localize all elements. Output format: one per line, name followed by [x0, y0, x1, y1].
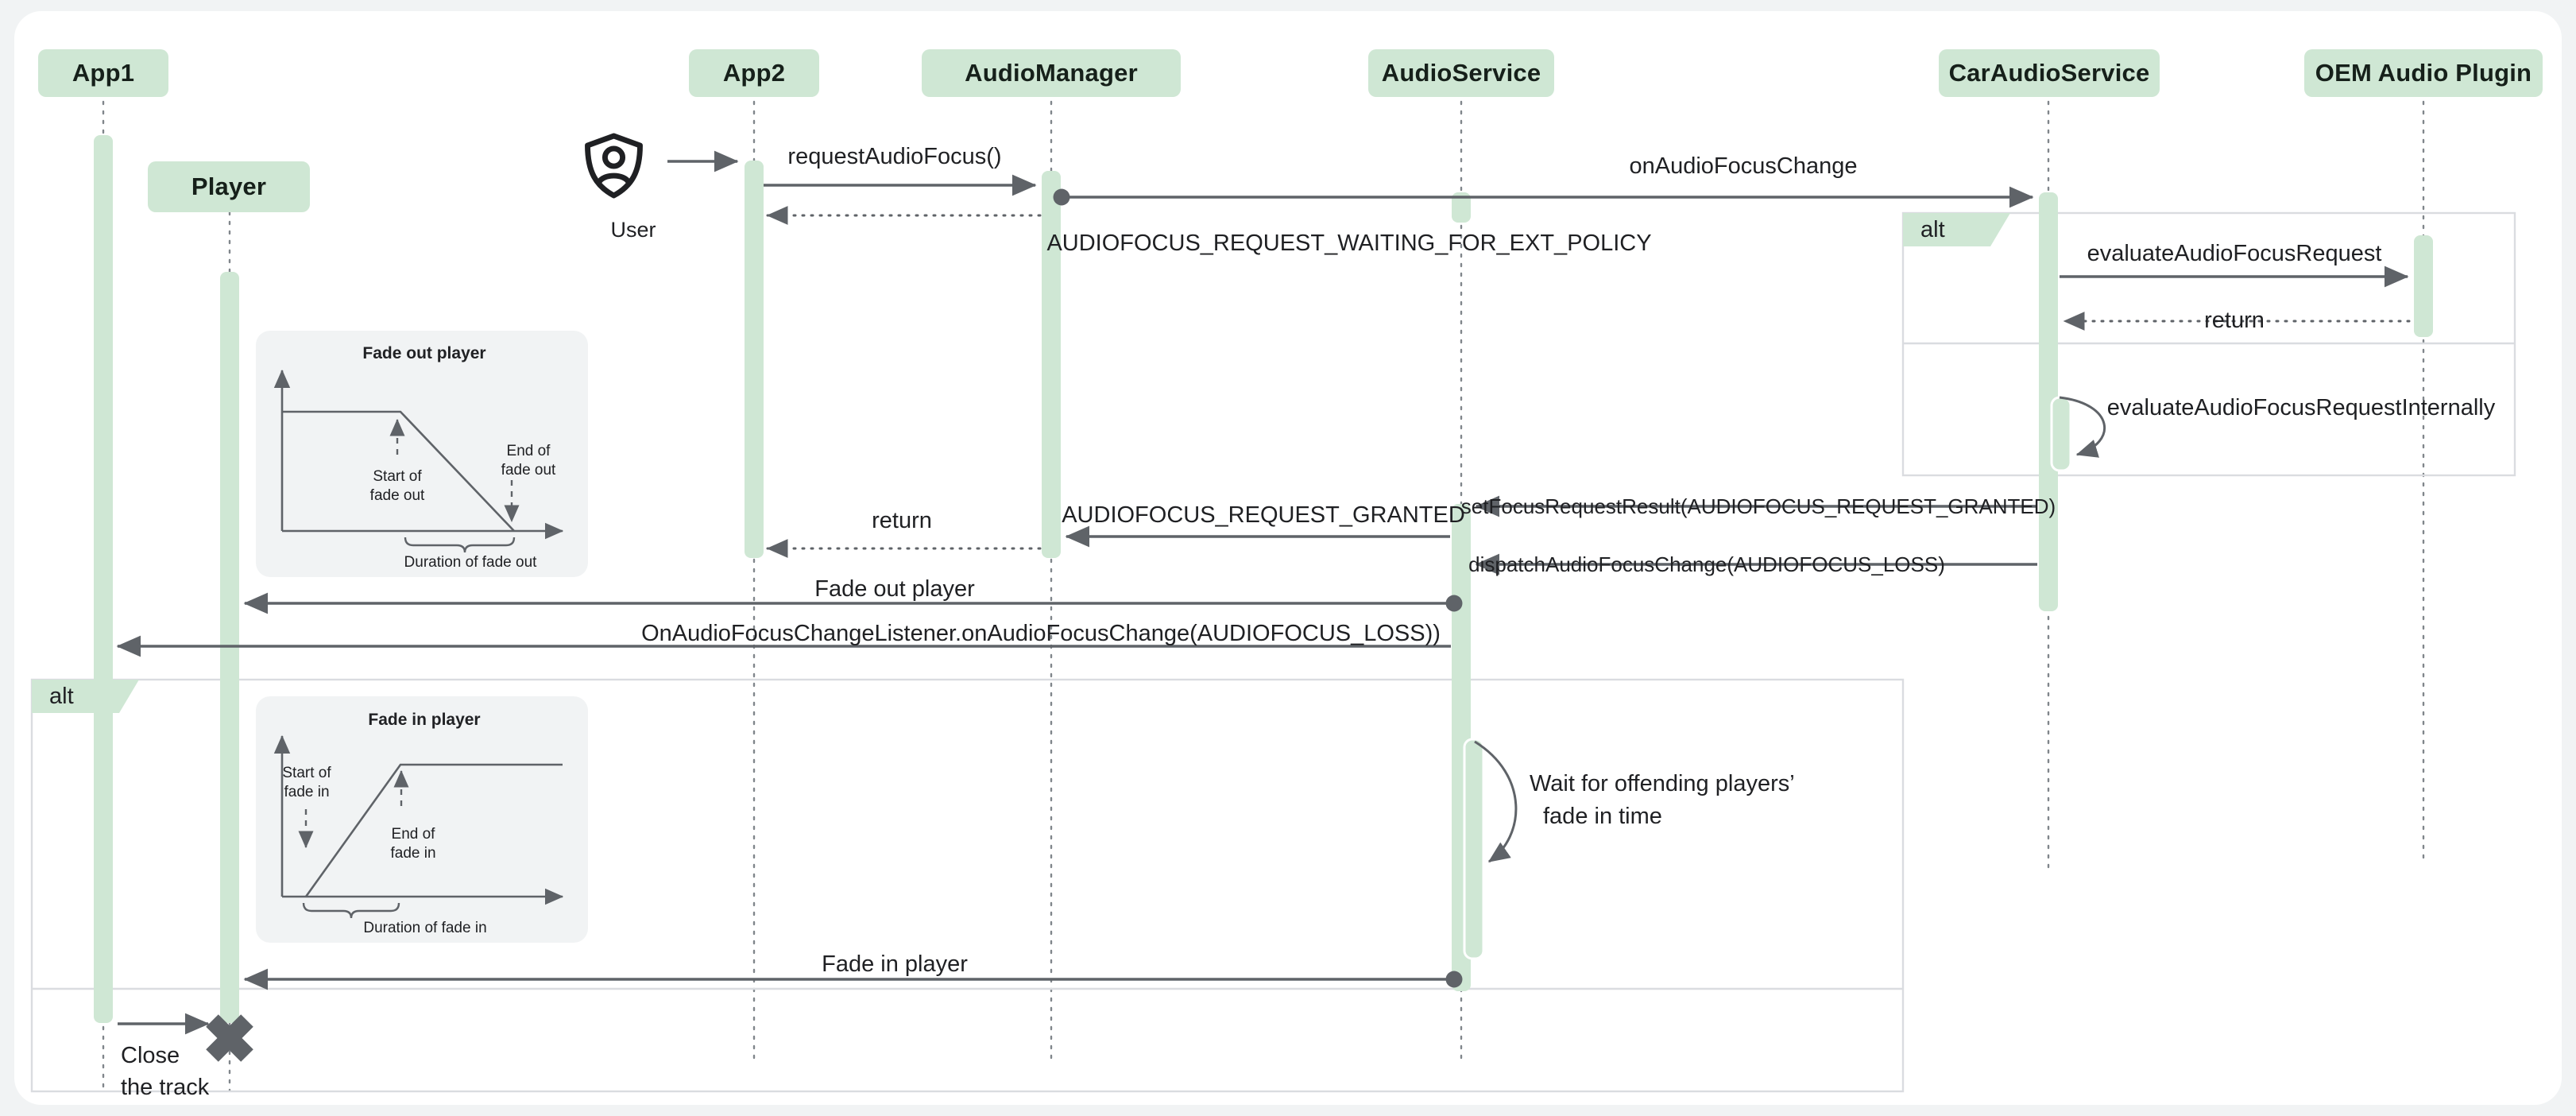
destroy-x-icon: [206, 1014, 253, 1062]
label-fade-out-player: Fade out player: [814, 576, 975, 602]
activation-app2: [745, 161, 764, 558]
activation-audiomgr: [1042, 171, 1061, 558]
activation-caraudiosvc-2: [2050, 396, 2072, 472]
fade-out-inset-title: Fade out player: [362, 344, 486, 362]
alt-tag-right-label: alt: [1920, 216, 1945, 242]
label-onAudioFocusChangeListener: OnAudioFocusChangeListener.onAudioFocusC…: [641, 621, 1441, 646]
label-evaluateAudioFocusRequest: evaluateAudioFocusRequest: [2087, 241, 2382, 266]
label-return-to-app2: return: [872, 508, 932, 533]
label-waiting-ext-policy: AUDIOFOCUS_REQUEST_WAITING_FOR_EXT_POLIC…: [1046, 231, 1652, 256]
label-dispatchAudioFocusChange: dispatchAudioFocusChange(AUDIOFOCUS_LOSS…: [1468, 552, 1945, 576]
participant-audioservice-label: AudioService: [1381, 59, 1541, 87]
alt-tag-shape-right: [1903, 213, 2010, 246]
label-setFocusRequestResult: setFocusRequestResult(AUDIOFOCUS_REQUEST…: [1460, 494, 2056, 518]
participant-oemaudioplugin[interactable]: OEM Audio Plugin: [2304, 49, 2543, 97]
participant-caraudioservice-label: CarAudioService: [1948, 59, 2150, 87]
label-audiofocus-granted: AUDIOFOCUS_REQUEST_GRANTED: [1062, 502, 1465, 528]
label-close-track-line2: the track: [121, 1075, 210, 1100]
participant-app1[interactable]: App1: [38, 49, 168, 97]
label-evaluateAudioFocusRequestInternally: evaluateAudioFocusRequestInternally: [2106, 395, 2496, 420]
alt-tag-bottom-label: alt: [49, 683, 74, 709]
message-arrows: [116, 150, 2411, 1035]
alt-fragment-right: [1901, 211, 2516, 477]
activation-app1: [94, 135, 113, 1023]
label-evaluate-return: return: [2204, 308, 2265, 333]
label-wait-fade-in-line2: fade in time: [1543, 804, 1662, 829]
fade-out-duration-note: Duration of fade out: [404, 554, 537, 571]
label-fade-in-player: Fade in player: [822, 951, 968, 977]
participant-oemaudioplugin-label: OEM Audio Plugin: [2315, 59, 2532, 87]
participant-app1-label: App1: [72, 59, 135, 87]
activation-oemplugin: [2414, 235, 2433, 337]
label-requestAudioFocus: requestAudioFocus(): [787, 144, 1002, 169]
label-onAudioFocusChange: onAudioFocusChange: [1629, 153, 1858, 179]
alt-tag-bottom: alt: [32, 680, 139, 713]
participant-caraudioservice[interactable]: CarAudioService: [1939, 49, 2160, 97]
fade-in-duration-note: Duration of fade in: [363, 920, 487, 936]
participant-audioservice[interactable]: AudioService: [1368, 49, 1554, 97]
label-close-track-line1: Close: [121, 1043, 180, 1068]
arrow-evaluate-internally-self: [2059, 396, 2106, 458]
fade-in-inset-card: [256, 696, 588, 943]
arrow-wait-fade-in-self: [1474, 740, 1518, 863]
alt-tag-right: alt: [1903, 213, 2010, 246]
activation-audiosvc-3: [1463, 738, 1485, 960]
participant-app2[interactable]: App2: [689, 49, 819, 97]
participant-audiomanager-label: AudioManager: [965, 59, 1138, 87]
activation-caraudiosvc: [2039, 192, 2058, 611]
shield-person-icon: [585, 133, 643, 199]
participant-player-label: Player: [191, 172, 267, 200]
actor-user-label: User: [610, 218, 656, 242]
label-wait-fade-in-line1: Wait for offending players’: [1530, 771, 1795, 796]
fade-in-inset-title: Fade in player: [368, 711, 481, 729]
participant-player[interactable]: Player: [148, 161, 310, 212]
participant-app2-label: App2: [722, 59, 786, 87]
participant-audiomanager[interactable]: AudioManager: [922, 49, 1181, 97]
